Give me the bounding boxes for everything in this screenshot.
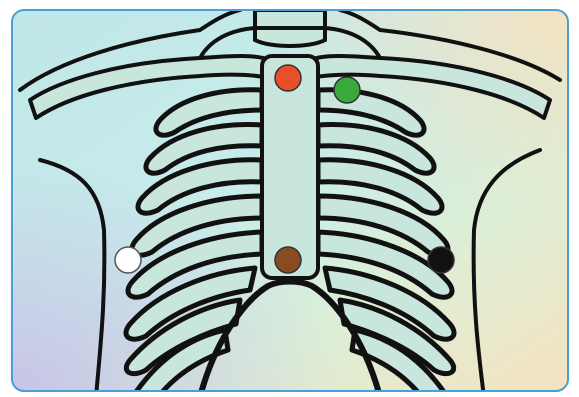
electrode-green [334,77,360,103]
electrode-white [115,247,141,273]
electrode-brown [275,247,301,273]
electrode-black [428,247,454,273]
electrode-red [275,65,301,91]
